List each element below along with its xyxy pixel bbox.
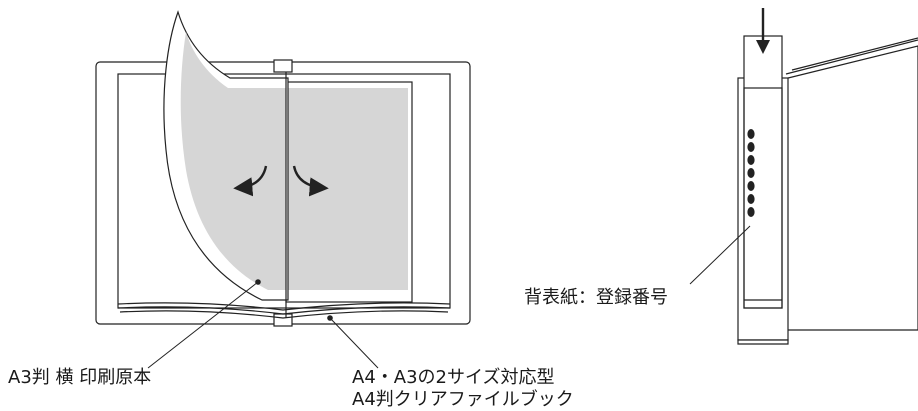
page-edge-3 bbox=[119, 310, 449, 319]
spine-view bbox=[737, 35, 918, 345]
curling-sheet bbox=[163, 10, 333, 321]
label-file-line1: A4・A3の2サイズ対応型 bbox=[352, 367, 555, 388]
spine-tab-bottom bbox=[273, 313, 293, 327]
label-file-line2: A4判クリアファイルブック bbox=[352, 389, 574, 410]
spine-tab-top bbox=[273, 59, 293, 73]
file-cover bbox=[779, 45, 918, 331]
registration-number-dots bbox=[747, 129, 755, 217]
down-arrow-icon bbox=[756, 8, 770, 54]
leader-original bbox=[147, 281, 259, 369]
leader-spine bbox=[689, 225, 751, 285]
label-a3-original: A3判 横 印刷原本 bbox=[8, 367, 152, 388]
label-clear-file-book: A4・A3の2サイズ対応型 A4判クリアファイルブック bbox=[352, 367, 574, 411]
paper-right-gray bbox=[286, 88, 408, 290]
page-edge-2 bbox=[117, 306, 451, 315]
page-edge-1 bbox=[117, 302, 451, 311]
curved-arrow-right-icon bbox=[292, 165, 329, 197]
leader-file bbox=[329, 317, 379, 369]
curved-arrow-left-icon bbox=[233, 165, 268, 197]
label-spine-registration: 背表紙：登録番号 bbox=[524, 287, 668, 308]
